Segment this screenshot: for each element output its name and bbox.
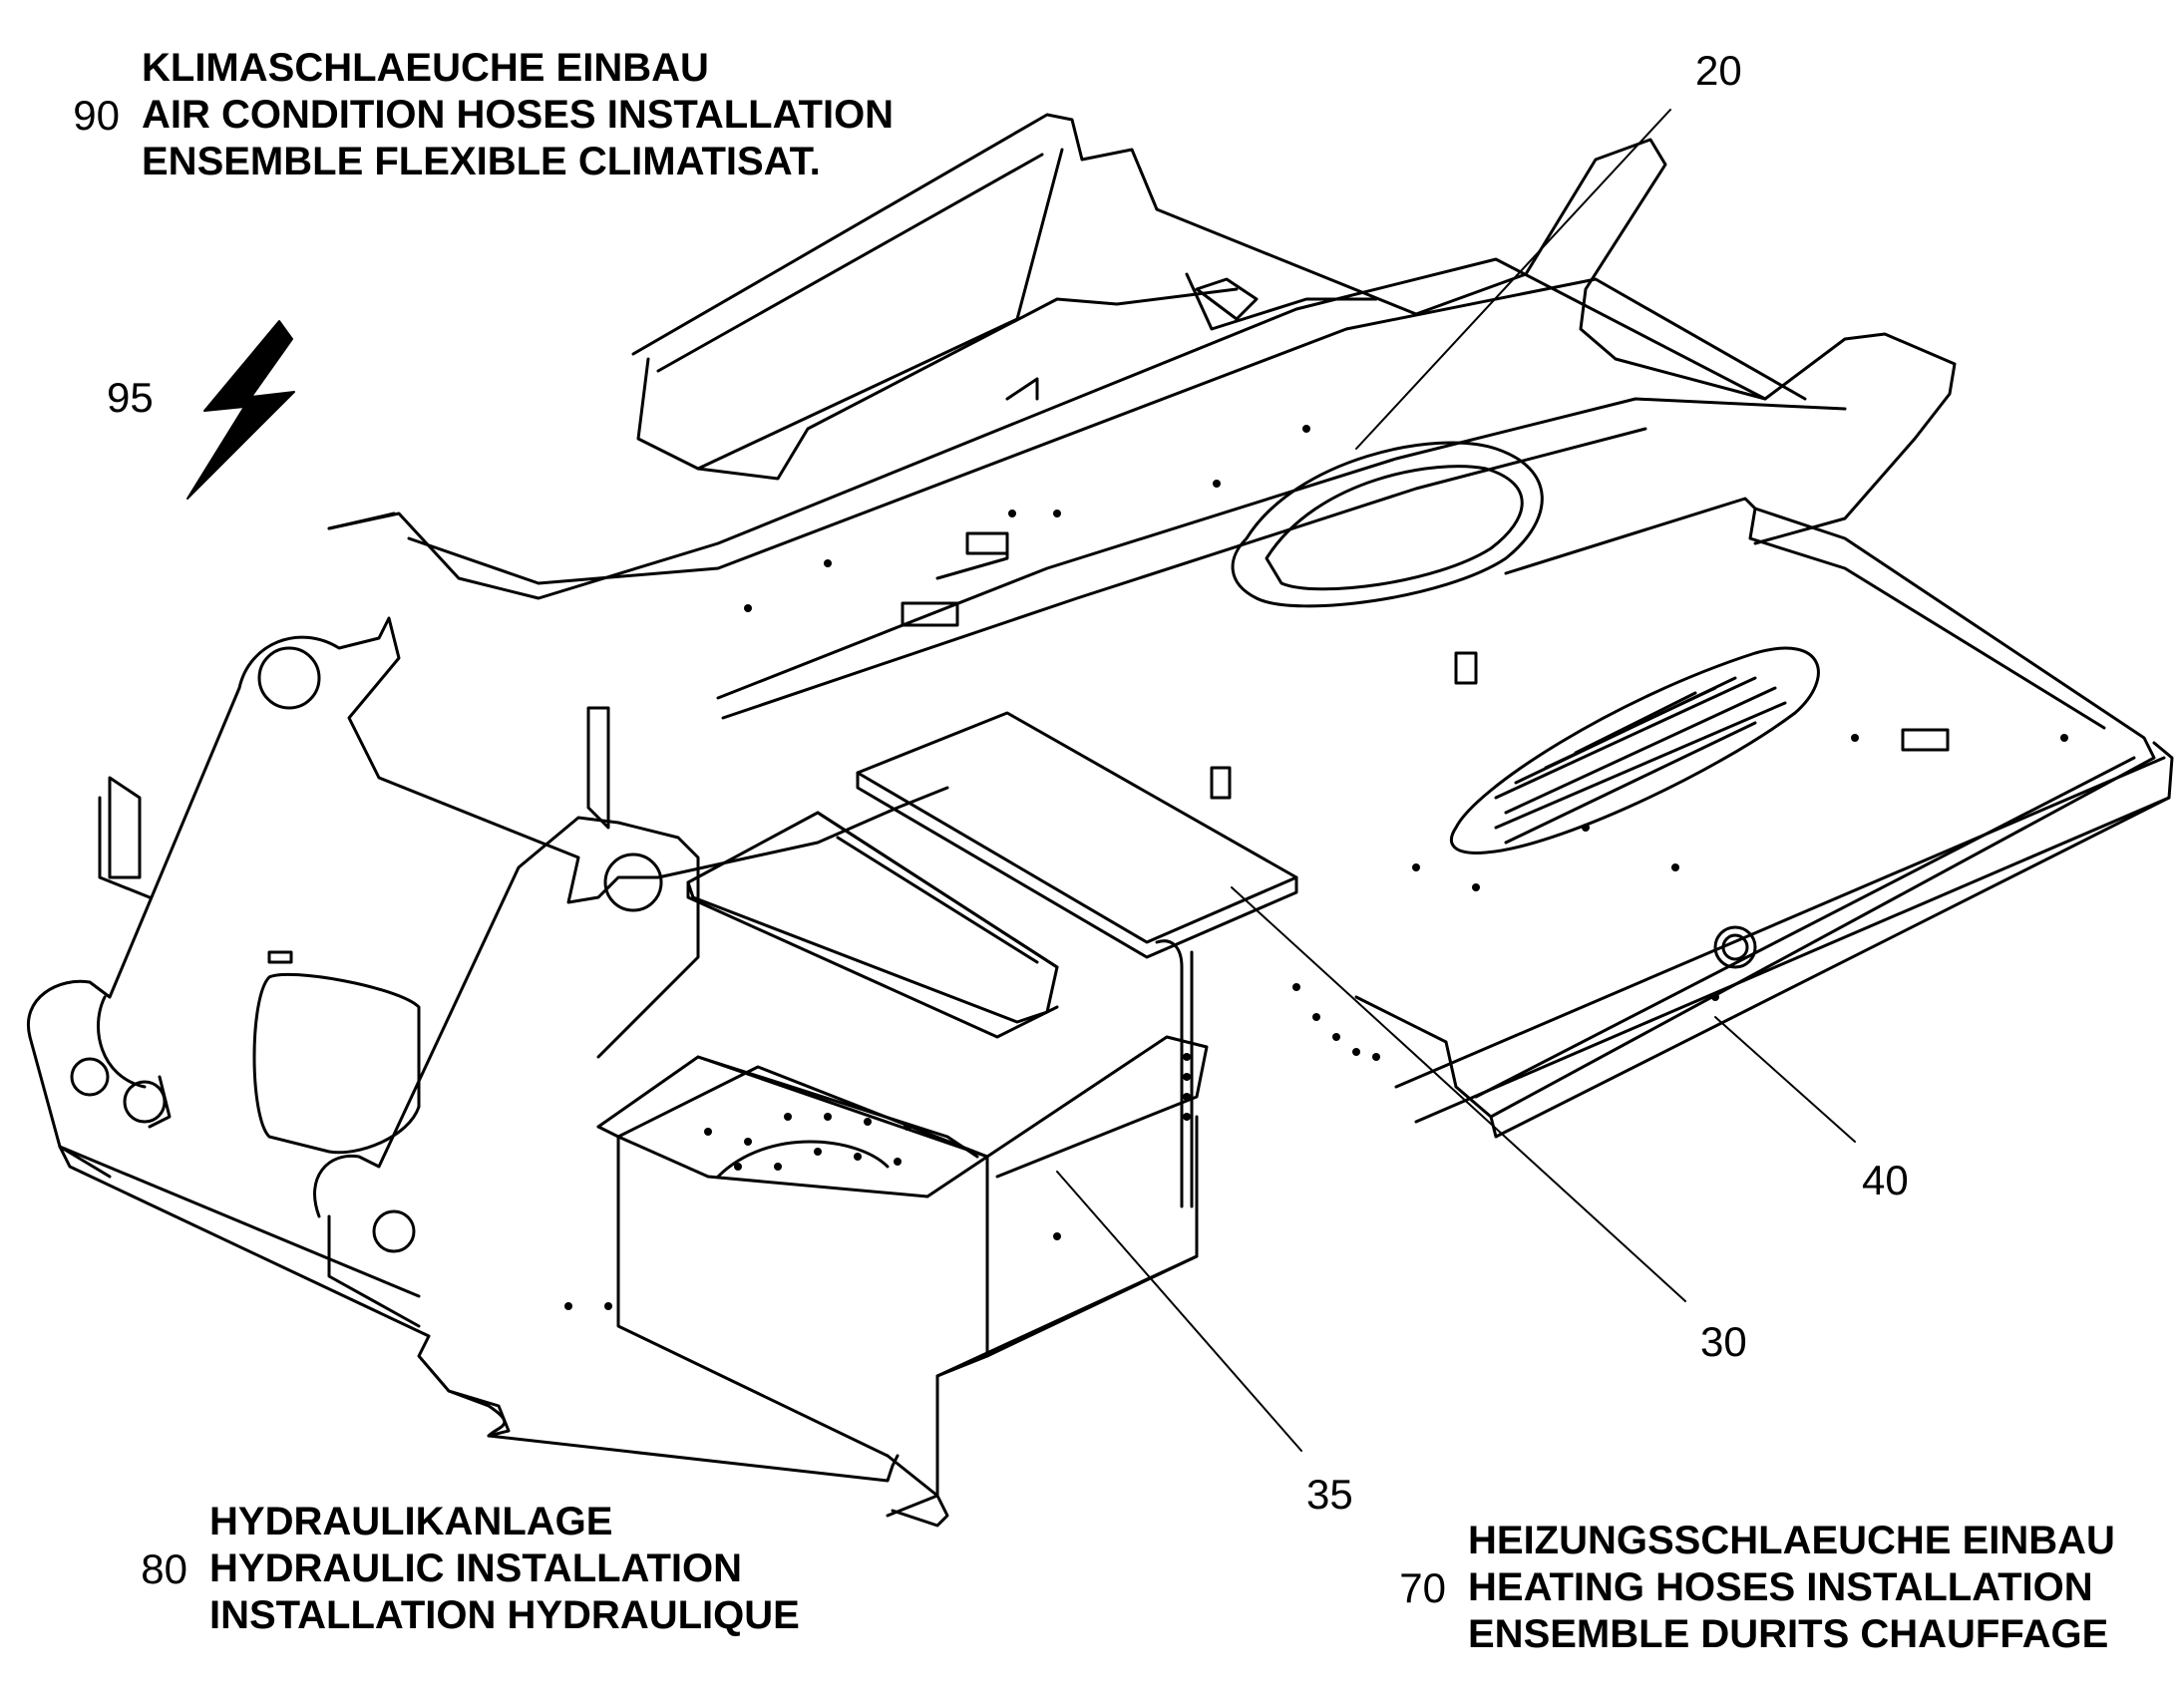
front-opening — [252, 972, 421, 1155]
group-70-line-fr: ENSEMBLE DURITS CHAUFFAGE — [1468, 1612, 2109, 1656]
leader-20 — [1355, 109, 1671, 450]
group-70-line-de: HEIZUNGSSCHLAEUCHE EINBAU — [1468, 1519, 2115, 1562]
group-80-line-fr: INSTALLATION HYDRAULIQUE — [209, 1593, 800, 1637]
leader-35 — [1056, 1171, 1302, 1452]
group-description-80: HYDRAULIKANLAGE HYDRAULIC INSTALLATION I… — [209, 1499, 800, 1639]
callout-35: 35 — [1306, 1471, 1353, 1518]
deck-plate-lower — [686, 811, 1059, 1024]
counterweight-box — [596, 1055, 989, 1518]
leader-40 — [1714, 1016, 1856, 1143]
group-number-70: 70 — [1399, 1563, 1446, 1611]
lightning-icon — [186, 320, 295, 500]
group-90-line-de: KLIMASCHLAEUCHE EINBAU — [142, 46, 709, 90]
group-description-90: KLIMASCHLAEUCHE EINBAU AIR CONDITION HOS… — [142, 45, 894, 185]
group-80-line-en: HYDRAULIC INSTALLATION — [209, 1546, 743, 1590]
main-beam-upper-2 — [407, 277, 1807, 585]
assembly-group-90: 90 KLIMASCHLAEUCHE EINBAU AIR CONDITION … — [40, 45, 894, 185]
vertical-pipe — [1155, 939, 1184, 1208]
callout-40: 40 — [1862, 1157, 1909, 1203]
assembly-group-70: 70 HEIZUNGSSCHLAEUCHE EINBAU HEATING HOS… — [1366, 1518, 2115, 1658]
group-90-line-en: AIR CONDITION HOSES INSTALLATION — [142, 93, 895, 137]
bolt-holes — [564, 425, 2068, 1310]
callout-20: 20 — [1695, 47, 1742, 94]
boom-mount-right — [313, 816, 700, 1218]
main-beam-upper — [327, 257, 1767, 600]
group-90-line-fr: ENSEMBLE FLEXIBLE CLIMATISAT. — [142, 140, 821, 183]
rear-frame-outline — [631, 113, 1957, 545]
rear-rail — [636, 148, 1064, 471]
group-number-90: 90 — [73, 91, 120, 139]
group-70-line-en: HEATING HOSES INSTALLATION — [1468, 1565, 2093, 1609]
group-description-70: HEIZUNGSSCHLAEUCHE EINBAU HEATING HOSES … — [1468, 1518, 2115, 1658]
grille-panel — [1450, 646, 1820, 854]
slewing-ring-opening — [1231, 441, 1544, 608]
callout-95: 95 — [107, 374, 154, 421]
longitudinal-member — [1394, 756, 2166, 1089]
main-beam-lower — [716, 397, 1847, 700]
group-number-80: 80 — [141, 1544, 187, 1592]
base-plate — [58, 1145, 900, 1483]
callout-30: 30 — [1700, 1318, 1747, 1365]
group-80-line-de: HYDRAULIKANLAGE — [209, 1500, 613, 1543]
assembly-group-80: 80 HYDRAULIKANLAGE HYDRAULIC INSTALLATIO… — [108, 1499, 800, 1639]
right-side-frame — [1354, 497, 2156, 1119]
boom-mount-left — [26, 616, 949, 1039]
counterweight-grid-plate — [616, 1065, 989, 1198]
leader-30 — [1231, 886, 1686, 1302]
